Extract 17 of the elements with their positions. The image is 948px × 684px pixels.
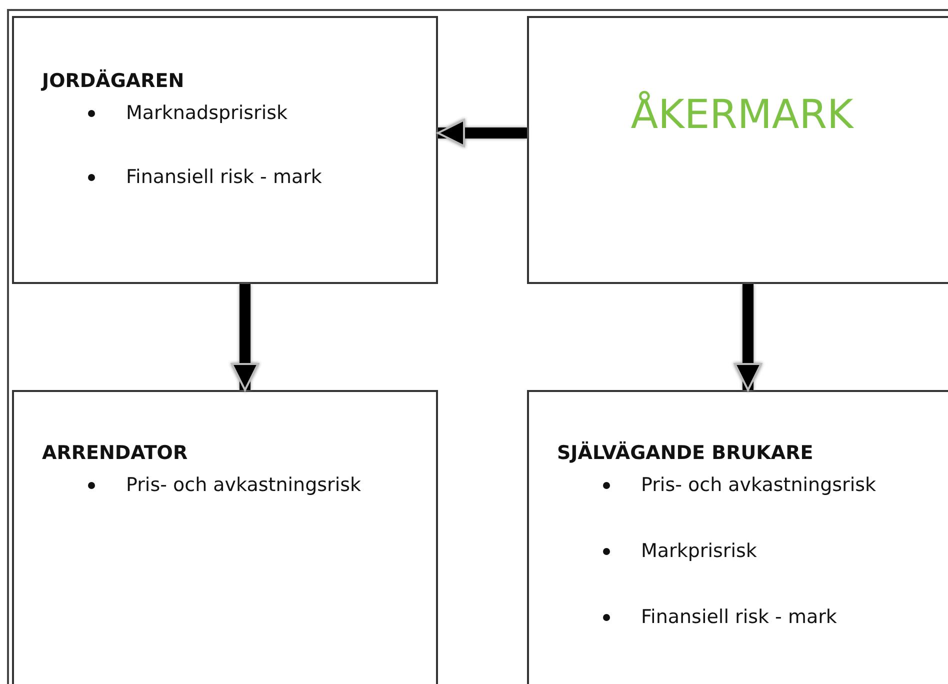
text-box xyxy=(12,16,438,284)
text-box xyxy=(527,16,948,284)
bullet-item: Pris- och avkastningsrisk xyxy=(641,474,876,496)
arrow xyxy=(437,119,527,147)
text-box xyxy=(12,390,438,684)
bullet-item: Markprisrisk xyxy=(641,540,757,562)
box-heading: JORDÄGAREN xyxy=(42,70,186,92)
box-title: ÅKERMARK xyxy=(630,92,854,138)
bullet-item: Marknadsprisrisk xyxy=(126,102,288,124)
box-heading: ARRENDATOR xyxy=(42,442,189,464)
arrow xyxy=(231,284,259,391)
bullet-item: Finansiell risk - mark xyxy=(641,606,837,628)
text-box xyxy=(527,390,948,684)
box-heading: SJÄLVÄGANDE BRUKARE xyxy=(557,442,814,464)
bullet-item: Pris- och avkastningsrisk xyxy=(126,474,362,496)
bullet-item: Finansiell risk - mark xyxy=(126,166,322,188)
arrow xyxy=(734,284,762,391)
